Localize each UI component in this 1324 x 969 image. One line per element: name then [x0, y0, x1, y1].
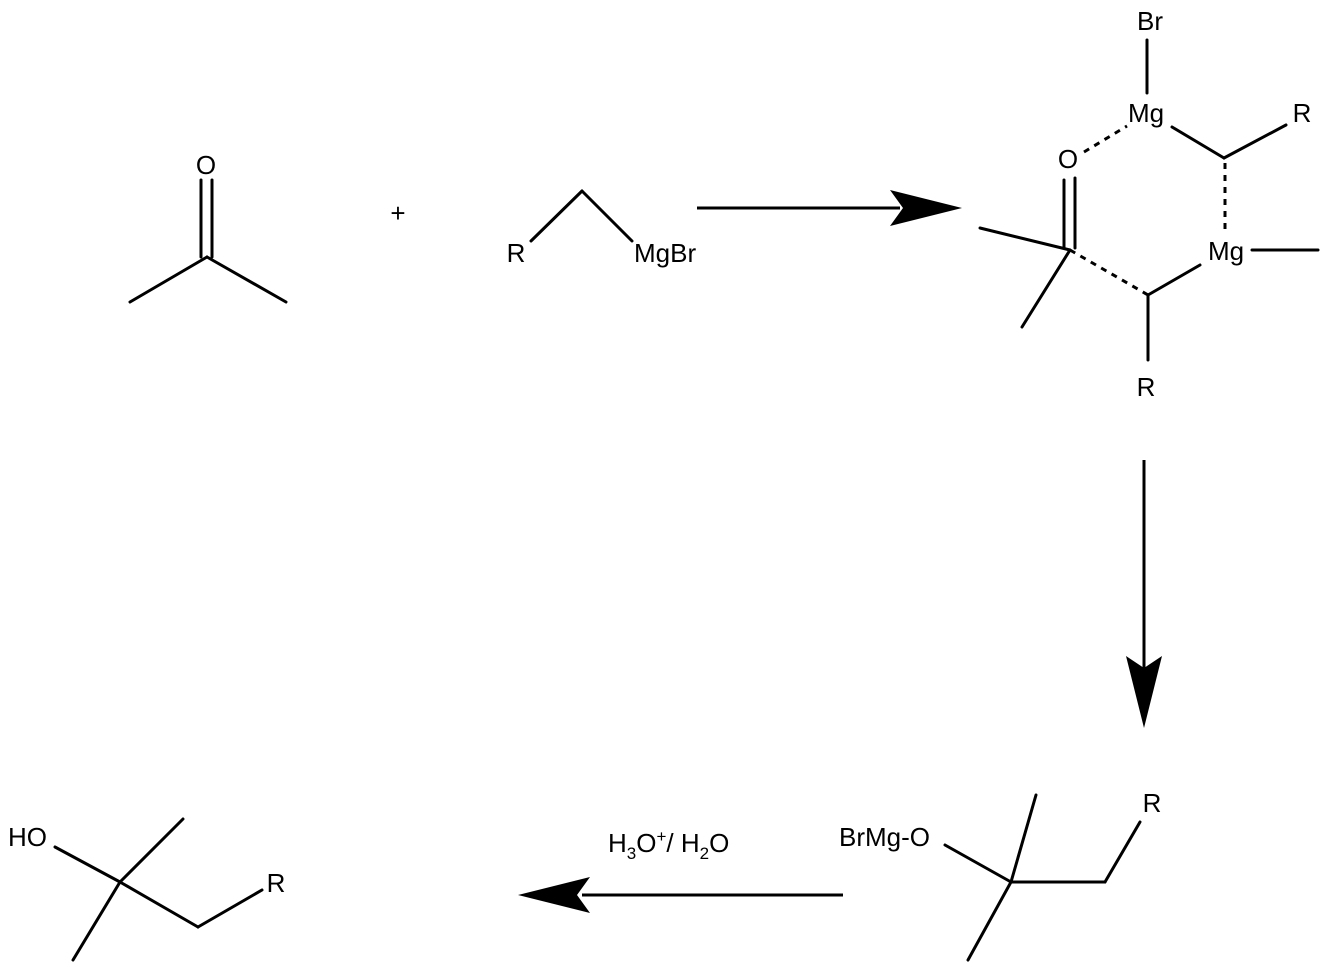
alkoxide-o-c-bond	[943, 843, 1013, 884]
grignard-bond-2	[580, 189, 634, 243]
alkoxide-c-methyl-up	[1009, 793, 1038, 884]
ts-mg-right-label: Mg	[1208, 236, 1244, 266]
alkoxide-intermediate: BrMg-O R	[839, 788, 1162, 962]
ts-oxygen-label: O	[1058, 144, 1078, 174]
ketone-bond-right	[205, 255, 288, 304]
ts-r-bottom-label: R	[1137, 372, 1156, 402]
product-o-c-bond	[53, 845, 122, 884]
product-c-methyl-down	[71, 880, 122, 962]
transition-state: Br Mg R O Mg R	[978, 6, 1320, 402]
product-r-label: R	[267, 868, 286, 898]
product-ho-label: HO	[8, 822, 47, 852]
arrow-3-head	[518, 877, 590, 913]
grignard-r-label: R	[507, 238, 526, 268]
ts-c-c-dashed-bond	[1069, 248, 1149, 297]
product-c-methyl-up	[118, 817, 185, 884]
ketone-oxygen-label: O	[196, 150, 216, 180]
alkoxide-r-label: R	[1143, 788, 1162, 818]
arrow-2-head	[1126, 656, 1162, 728]
product-alcohol: HO R	[8, 817, 286, 962]
workup-sub-2: 2	[700, 844, 709, 863]
workup-sep: / H	[666, 828, 699, 858]
plus-sign: +	[390, 198, 405, 228]
alkoxide-ch2-r-bond	[1103, 820, 1142, 884]
product-ch2-r-bond	[196, 888, 264, 929]
reaction-arrow-1	[697, 190, 962, 226]
reaction-arrow-3: H3O+/ H2O	[518, 827, 843, 913]
alkoxide-c-methyl-down	[966, 880, 1013, 962]
product-c-ch2-bond	[118, 880, 200, 929]
grignard-bond-1	[529, 189, 584, 243]
grignard-mgbr-label: MgBr	[634, 238, 696, 268]
ts-br-label: Br	[1137, 6, 1163, 36]
workup-conditions: H3O+/ H2O	[608, 827, 729, 863]
ts-methyl-bond-lower	[1020, 248, 1072, 329]
ts-r-top-label: R	[1293, 98, 1312, 128]
ts-o-mg-dashed-bond	[1083, 124, 1128, 154]
ts-c-r-bond	[1222, 123, 1288, 160]
ts-mg-c-bond	[1170, 125, 1226, 160]
reactant-ketone: O	[128, 150, 288, 304]
reaction-arrow-2	[1126, 460, 1162, 728]
workup-sub-3: 3	[627, 844, 636, 863]
ketone-bond-left	[128, 255, 209, 304]
workup-o: O	[636, 828, 656, 858]
ts-mg-top-label: Mg	[1128, 98, 1164, 128]
reactant-grignard: R MgBr	[507, 189, 696, 268]
alkoxide-brmgo-label: BrMg-O	[839, 822, 930, 852]
workup-h: H	[608, 828, 627, 858]
workup-sup-plus: +	[656, 827, 666, 846]
workup-o2: O	[709, 828, 729, 858]
arrow-1-head	[890, 190, 962, 226]
ts-methyl-bond-upper	[978, 226, 1072, 252]
ts-c-mg-bond	[1146, 263, 1202, 297]
